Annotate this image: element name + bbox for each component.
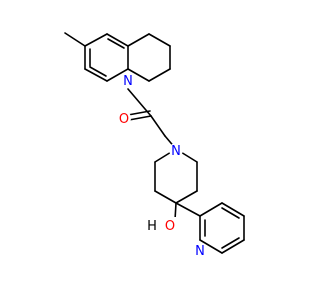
atom-bg-quinoline-n <box>121 73 135 87</box>
bond-pyr-1 <box>199 202 223 217</box>
bond-sat-4 <box>148 68 171 82</box>
bond-co-1 <box>128 115 152 121</box>
bond-pyr-2 <box>221 202 245 217</box>
atom-bg-piperidine-n <box>169 143 183 157</box>
bond-methyl <box>64 32 86 47</box>
bond-benz-inner-2 <box>89 66 107 77</box>
bond-co-2 <box>127 110 151 116</box>
bond-benz-4 <box>106 68 129 82</box>
bond-benz-2 <box>106 33 129 47</box>
bond-sat-2 <box>148 33 171 47</box>
atom-label-quinoline-n: N <box>123 74 133 89</box>
bond-benz-inner-1 <box>107 38 125 49</box>
bond-sat-1 <box>127 33 150 47</box>
atom-label-carbonyl-o: O <box>119 112 129 127</box>
atom-label-hydroxyl-h: H <box>147 219 157 234</box>
bond-pyr-4 <box>221 239 245 254</box>
bond-pyr-inner-1 <box>221 207 240 219</box>
bond-c-pyridine <box>175 202 201 217</box>
bond-pip-4 <box>154 190 177 204</box>
bond-pyr-inner-2 <box>221 237 240 249</box>
bond-benz-1 <box>84 33 108 47</box>
bond-pip-3 <box>175 190 198 204</box>
atom-label-hydroxyl-o: O <box>165 219 175 234</box>
bond-carbonyl-ch2 <box>150 115 166 137</box>
atom-bg-carbonyl-o <box>117 111 131 125</box>
bond-sat-5 <box>127 68 150 82</box>
atom-bg-hydroxyl <box>145 217 181 233</box>
atom-bg-pyridine-n <box>193 243 207 257</box>
atom-label-layer: N O N H O N <box>117 73 207 259</box>
bond-layer <box>64 32 245 254</box>
bond-pyr-5 <box>199 239 223 254</box>
atom-label-pyridine-n: N <box>195 244 205 259</box>
atom-label-piperidine-n: N <box>171 144 181 159</box>
molecule-structure: N O N H O N <box>64 32 245 259</box>
bond-benz-5 <box>84 68 108 82</box>
